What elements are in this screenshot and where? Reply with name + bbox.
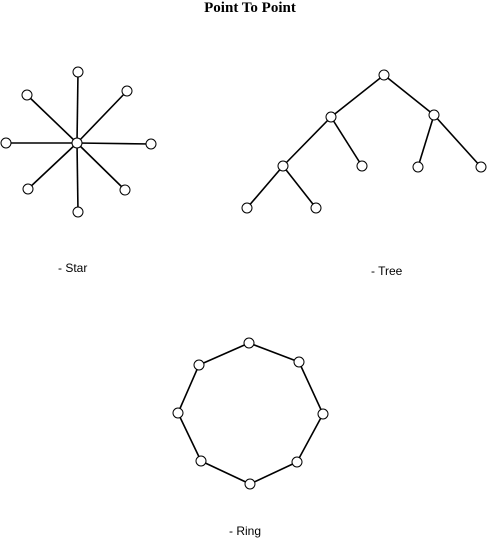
ring-topology (172, 337, 329, 490)
tree-node-4 (277, 160, 289, 172)
tree-edge-4 (330, 116, 363, 167)
ring-node-3 (317, 408, 329, 420)
tree-edge-8 (282, 165, 317, 209)
tree-node-6 (412, 161, 424, 173)
ring-edge-8 (198, 342, 250, 366)
ring-label: - Ring (229, 524, 262, 538)
tree-node-3 (428, 109, 440, 121)
tree-node-7 (475, 161, 487, 173)
tree-node-2 (325, 111, 337, 123)
star-node-5 (119, 184, 131, 196)
star-edge-2 (76, 90, 128, 144)
star-node-8 (0, 137, 12, 149)
tree-edge-1 (330, 74, 385, 118)
ring-edge-6 (177, 412, 202, 462)
ring-edge-3 (296, 413, 324, 463)
star-edge-3 (76, 142, 152, 145)
star-edge-1 (76, 71, 79, 144)
tree-node-5 (356, 160, 368, 172)
tree-edge-3 (282, 116, 332, 167)
star-edge-5 (76, 142, 79, 213)
star-node-7 (22, 183, 34, 195)
ring-edge-2 (298, 361, 324, 415)
ring-edge-7 (177, 364, 200, 414)
tree-topology (241, 69, 487, 214)
tree-edge-5 (417, 114, 435, 168)
star-edge-6 (27, 142, 78, 190)
star-node-6 (72, 206, 84, 218)
ring-edge-5 (200, 460, 251, 485)
star-edge-8 (26, 94, 78, 144)
ring-edge-4 (249, 461, 298, 485)
tree-label: - Tree (371, 264, 403, 278)
ring-node-8 (193, 359, 205, 371)
ring-node-5 (244, 478, 256, 490)
tree-edge-2 (383, 74, 435, 116)
star-node-9 (21, 89, 33, 101)
star-node-1 (71, 137, 83, 149)
star-topology (0, 66, 157, 218)
star-edge-4 (76, 142, 126, 191)
tree-edge-6 (433, 114, 482, 168)
ring-node-4 (291, 456, 303, 468)
star-label: - Star (58, 261, 88, 275)
tree-edge-7 (246, 165, 284, 209)
star-node-3 (121, 85, 133, 97)
ring-edge-1 (248, 342, 300, 363)
tree-node-9 (310, 202, 322, 214)
ring-node-1 (243, 337, 255, 349)
diagram-title: Point To Point (204, 0, 296, 16)
tree-node-8 (241, 202, 253, 214)
tree-node-1 (378, 69, 390, 81)
ring-node-2 (293, 356, 305, 368)
ring-node-6 (195, 455, 207, 467)
star-node-2 (72, 66, 84, 78)
star-node-4 (145, 138, 157, 150)
ring-node-7 (172, 407, 184, 419)
